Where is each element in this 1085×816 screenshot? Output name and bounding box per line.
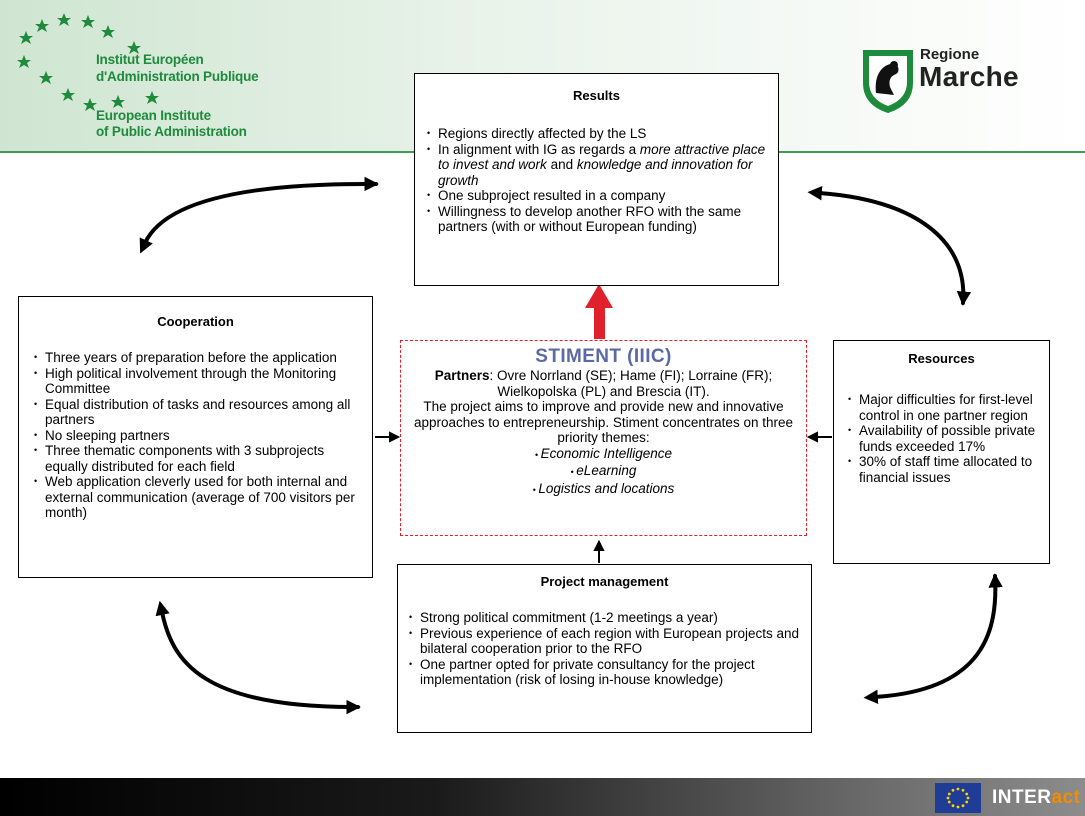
cooperation-title: Cooperation <box>157 314 234 329</box>
resources-box: Resources Major difficulties for first-l… <box>833 340 1050 564</box>
stiment-theme: Economic Intelligence <box>401 446 806 464</box>
stiment-description: The project aims to improve and provide … <box>414 399 793 445</box>
project-management-item: Previous experience of each region with … <box>408 626 805 657</box>
stiment-theme-label: eLearning <box>576 463 637 478</box>
results-item-text: and <box>546 157 577 172</box>
project-management-title: Project management <box>540 574 669 589</box>
project-management-item: Strong political commitment (1-2 meeting… <box>408 610 805 626</box>
stiment-themes: Economic Intelligence eLearning Logistic… <box>401 446 806 499</box>
cooperation-box: Cooperation Three years of preparation b… <box>18 296 373 578</box>
arrow-cooperation-results <box>139 176 379 254</box>
cooperation-item: Three thematic components with 3 subproj… <box>33 443 364 474</box>
resources-list: Major difficulties for first-level contr… <box>847 392 1043 485</box>
cooperation-item: No sleeping partners <box>33 428 364 444</box>
interact-logo: INTERact <box>992 787 1080 809</box>
eipa-name-fr-1: Institut Européen <box>96 52 204 67</box>
project-management-box: Project management Strong political comm… <box>397 564 812 733</box>
arrow-cooperation-pm <box>155 600 361 715</box>
stiment-theme-label: Economic Intelligence <box>540 445 672 461</box>
regione-label: Regione <box>920 46 980 63</box>
partners-label: Partners <box>434 368 490 383</box>
eipa-name-fr-2: d'Administration Publique <box>96 69 259 84</box>
cooperation-item: Three years of preparation before the ap… <box>33 350 364 366</box>
eipa-stars-logo <box>17 13 159 111</box>
results-item-emphasis: more attractive place to invest and work <box>438 141 766 173</box>
resources-item: Major difficulties for first-level contr… <box>847 392 1043 423</box>
results-item: One subproject resulted in a company <box>426 188 770 204</box>
cooperation-item: Equal distribution of tasks and resource… <box>33 397 364 428</box>
stiment-theme: eLearning <box>401 463 806 481</box>
cooperation-list: Three years of preparation before the ap… <box>33 350 364 521</box>
eipa-name-en-2: of Public Administration <box>96 124 247 139</box>
results-item: Willingness to develop another RFO with … <box>426 204 770 235</box>
arrow-pm-resources <box>863 573 1003 705</box>
marche-label: Marche <box>919 61 1019 92</box>
stiment-theme: Logistics and locations <box>401 481 806 499</box>
resources-item: 30% of staff time allocated to financial… <box>847 454 1043 485</box>
results-box: Results Regions directly affected by the… <box>414 73 779 286</box>
resources-title: Resources <box>908 351 975 366</box>
footer-bar <box>0 778 1085 816</box>
cooperation-item: High political involvement through the M… <box>33 366 364 397</box>
results-item: In alignment with IG as regards a more a… <box>426 142 770 189</box>
interact-suffix: act <box>1051 787 1081 808</box>
stiment-theme-label: Logistics and locations <box>538 480 675 496</box>
results-item-text: In alignment with IG as regards a <box>438 141 640 157</box>
red-arrow-stiment-to-results <box>585 284 613 339</box>
cooperation-item: Web application cleverly used for both i… <box>33 474 364 521</box>
interact-prefix: INTER <box>992 787 1052 808</box>
stiment-partners: Partners: Ovre Norrland (SE); Hame (FI);… <box>401 368 806 399</box>
arrow-results-resources <box>807 186 972 306</box>
stiment-title: STIMENT (IIIC) <box>535 346 672 367</box>
results-item: Regions directly affected by the LS <box>426 126 770 142</box>
partners-text: : Ovre Norrland (SE); Hame (FI); Lorrain… <box>489 368 773 399</box>
results-list: Regions directly affected by the LS In a… <box>426 126 770 235</box>
results-title: Results <box>573 88 620 103</box>
resources-item: Availability of possible private funds e… <box>847 423 1043 454</box>
eipa-name-en-1: European Institute <box>96 108 211 123</box>
results-item-emphasis: knowledge and innovation for growth <box>438 157 753 188</box>
project-management-item: One partner opted for private consultanc… <box>408 657 805 688</box>
regione-marche-shield-icon <box>863 50 913 113</box>
eu-flag-icon <box>935 783 981 813</box>
project-management-list: Strong political commitment (1-2 meeting… <box>408 610 805 688</box>
stiment-box: STIMENT (IIIC) Partners: Ovre Norrland (… <box>400 340 807 536</box>
